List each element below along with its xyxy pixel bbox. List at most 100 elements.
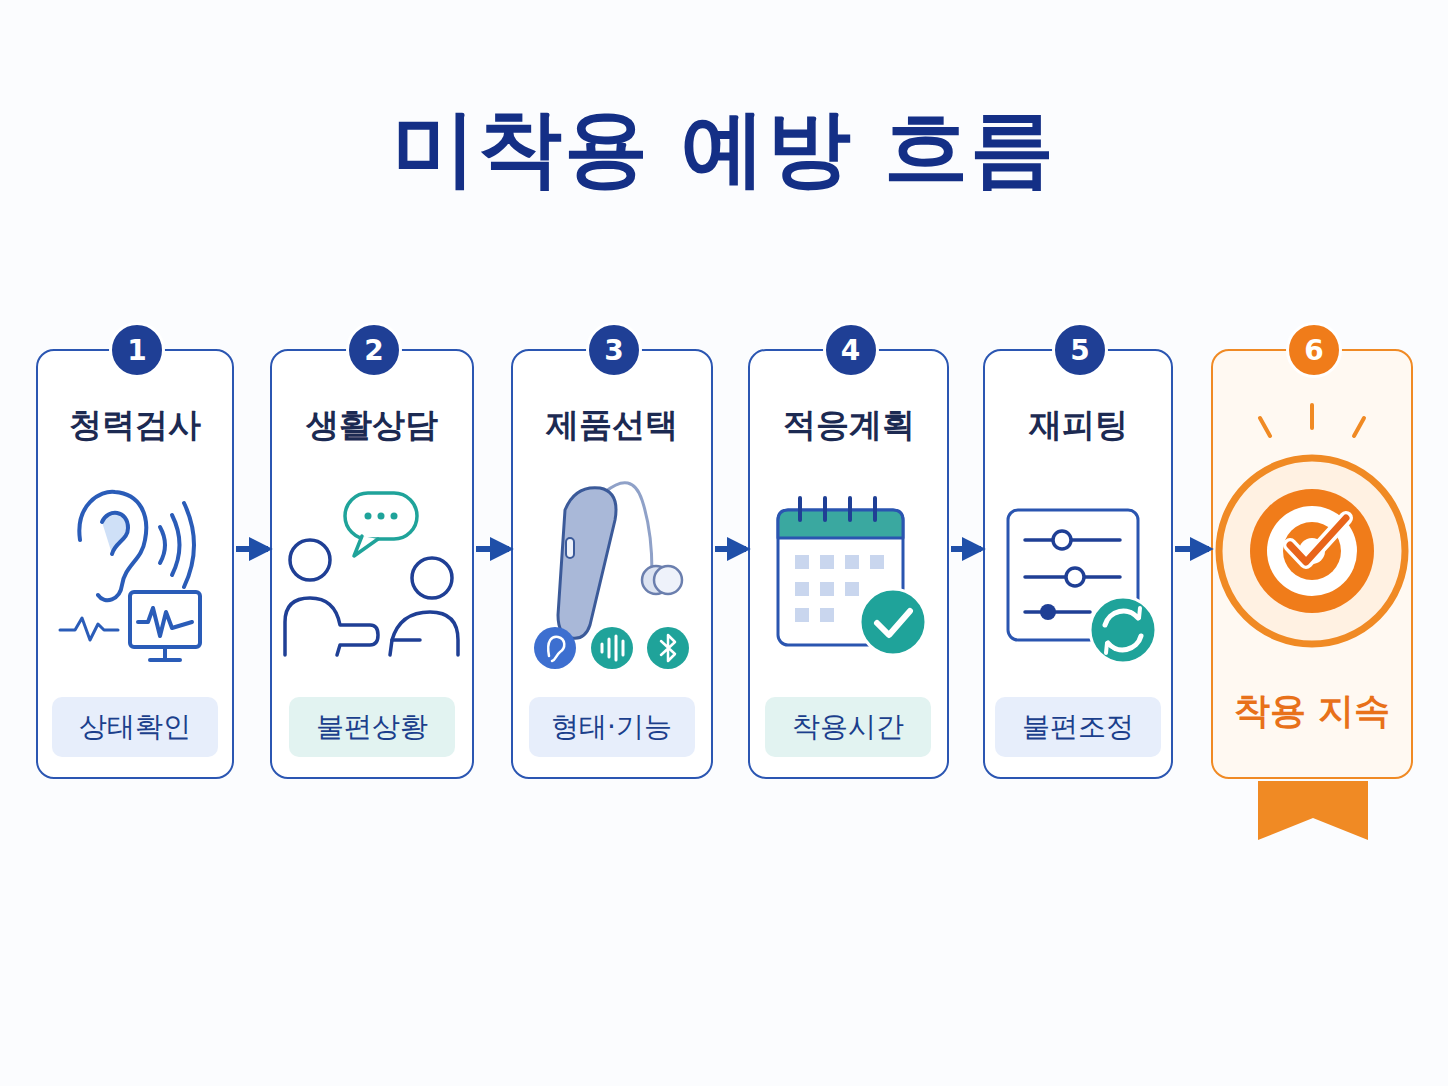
adjust-icon [1008, 510, 1156, 663]
illustration-part [877, 611, 910, 635]
illustration-part [823, 498, 827, 520]
counsel-icon [285, 493, 458, 655]
illustration-part [102, 513, 128, 554]
illustration-part [591, 627, 633, 669]
illustration-part [60, 618, 118, 640]
illustration-part [1267, 506, 1357, 596]
illustration-part [1040, 604, 1056, 620]
illustration-part [79, 492, 146, 600]
illustration-part [1106, 643, 1115, 653]
keyword-text: 착용시간 [792, 708, 904, 746]
illustration-part [130, 592, 200, 647]
step-number: 3 [604, 334, 623, 367]
illustration-part [138, 608, 192, 636]
keyword-pill: 불편조정 [995, 697, 1161, 757]
calendar-icon [778, 498, 926, 655]
flow-arrow [951, 546, 981, 552]
illustration-part [160, 527, 165, 563]
ear-test-icon [60, 492, 200, 660]
illustration-part [184, 503, 194, 587]
step-heading: 청력검사 [38, 403, 232, 448]
illustration-part [795, 582, 809, 596]
illustration-part [558, 488, 616, 639]
illustration-part [534, 627, 576, 669]
illustration-part [566, 538, 574, 558]
step-number-badge: 4 [823, 322, 879, 378]
illustration-part [605, 483, 652, 572]
illustration-part [798, 498, 802, 520]
keyword-pill: 상태확인 [52, 697, 218, 757]
illustration-part [1260, 418, 1270, 436]
illustration-part [601, 644, 604, 652]
illustration-part [354, 536, 378, 556]
goal-label: 착용 지속 [1213, 687, 1411, 736]
step-number-badge: 5 [1052, 322, 1108, 378]
keyword-pill: 형태·기능 [529, 697, 695, 757]
illustration-part [795, 555, 884, 622]
flow-arrow [476, 546, 509, 552]
illustration-part [1290, 518, 1346, 562]
keyword-text: 불편상황 [316, 708, 428, 746]
step-number: 6 [1304, 334, 1323, 367]
illustration-part [654, 566, 682, 594]
illustration-part [390, 612, 458, 655]
illustration-part [1290, 518, 1346, 562]
illustration-part [615, 636, 618, 660]
keyword-pill: 불편상황 [289, 697, 455, 757]
illustration-part [1258, 781, 1368, 840]
illustration-part [285, 598, 378, 655]
illustration-part [870, 555, 884, 569]
illustration-part [290, 540, 330, 580]
illustration-part [795, 608, 809, 622]
illustration-part [1053, 531, 1071, 549]
illustration-part [172, 515, 180, 575]
illustration-part [795, 555, 809, 569]
flow-arrow [715, 546, 746, 552]
illustration-part [602, 636, 623, 660]
illustration-part [1025, 610, 1090, 614]
step-heading: 생활상담 [272, 403, 472, 448]
step-number-badge: 3 [586, 322, 642, 378]
step-card: 생활상담2불편상황 [270, 349, 474, 779]
flow-arrow [236, 546, 268, 552]
step-number-badge: 2 [346, 322, 402, 378]
illustration-part [848, 498, 852, 520]
step-number: 2 [364, 334, 383, 367]
goal-card: 착용 지속6 [1211, 349, 1413, 779]
illustration-part [412, 558, 452, 598]
keyword-text: 불편조정 [1022, 708, 1134, 746]
keyword-text: 형태·기능 [551, 708, 672, 746]
illustration-part [820, 555, 834, 569]
illustration-part [1108, 636, 1141, 650]
illustration-part [1299, 538, 1325, 564]
illustration-part [378, 513, 385, 520]
illustration-part [150, 658, 180, 662]
keyword-text: 상태확인 [79, 708, 191, 746]
illustration-part [820, 582, 834, 596]
illustration-part [860, 589, 926, 655]
step-heading: 적응계획 [750, 403, 947, 448]
flow-arrow [1175, 546, 1209, 552]
illustration-part [1354, 418, 1364, 436]
step-card: 제품선택3형태·기능 [511, 349, 713, 779]
illustration-part [1219, 458, 1405, 644]
step-number: 4 [841, 334, 860, 367]
illustration-part [1025, 538, 1120, 542]
step-number-badge: 1 [109, 322, 165, 378]
illustration-part [392, 638, 420, 642]
illustration-part [1066, 568, 1084, 586]
illustration-part [800, 498, 875, 520]
hearing-aid-icon [534, 483, 689, 669]
illustration-part [1105, 611, 1138, 625]
illustration-part [873, 498, 877, 520]
illustration-part [163, 647, 167, 658]
illustration-part [1025, 575, 1120, 579]
illustration-part [1310, 405, 1314, 428]
illustration-part [391, 513, 398, 520]
illustration-part [1283, 522, 1341, 580]
illustration-part [1008, 510, 1138, 640]
illustration-part [365, 513, 372, 520]
illustration-part [647, 627, 689, 669]
illustration-part [820, 608, 834, 622]
